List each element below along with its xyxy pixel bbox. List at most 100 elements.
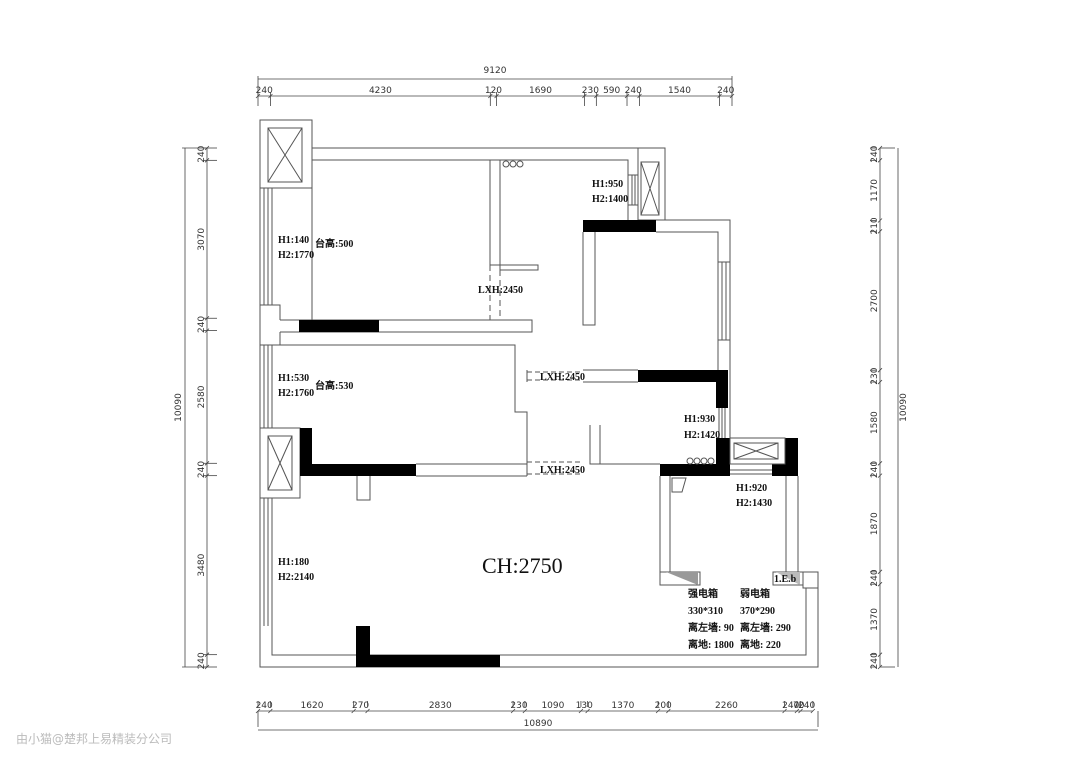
bottom-tick-mark bbox=[365, 708, 370, 714]
bottom-segment-label: 230 bbox=[510, 701, 527, 711]
top-segment-label: 240 bbox=[256, 86, 273, 96]
bottom-segment-label: 200 bbox=[655, 701, 672, 711]
bottom-tick-mark bbox=[522, 708, 528, 714]
window-living-h2: H2:2140 bbox=[278, 572, 314, 583]
top-tick-mark bbox=[582, 93, 587, 99]
left-tick-mark bbox=[204, 473, 210, 478]
right-tick-mark bbox=[877, 569, 883, 575]
bottom-total-label: 10890 bbox=[524, 719, 553, 729]
beam-height-3: LXH:2450 bbox=[540, 465, 585, 476]
top-segment-label: 4230 bbox=[369, 86, 392, 96]
weak-box-size: 370*290 bbox=[740, 606, 775, 617]
top-segment-label: 240 bbox=[625, 86, 642, 96]
left-tick-mark bbox=[204, 158, 210, 163]
window-bath-h2: H2:1400 bbox=[592, 194, 628, 205]
left-tick-mark bbox=[204, 652, 210, 657]
bottom-segment-label: 1620 bbox=[301, 701, 324, 711]
top-tick-mark bbox=[624, 93, 630, 99]
left-tick-mark bbox=[204, 461, 210, 466]
right-tick-mark bbox=[877, 229, 883, 234]
ceiling-height: CH:2750 bbox=[482, 553, 563, 578]
right-segment-label: 1370 bbox=[870, 608, 880, 631]
left-segment-label: 240 bbox=[197, 652, 207, 669]
window-balcony-h1: H1:920 bbox=[736, 483, 767, 494]
top-segment-label: 120 bbox=[485, 86, 502, 96]
right-tick-mark bbox=[877, 652, 883, 657]
right-segment-label: 2700 bbox=[870, 289, 880, 312]
top-segment-label: 230 bbox=[582, 86, 599, 96]
top-tick-mark bbox=[637, 93, 642, 99]
weak-box-title: 弱电箱 bbox=[740, 587, 770, 600]
right-tick-mark bbox=[877, 218, 883, 223]
beam-height-2: LXH:2450 bbox=[540, 372, 585, 383]
window-bed2-h2: H2:1760 bbox=[278, 388, 314, 399]
strong-box-floor: 离地: 1800 bbox=[688, 638, 734, 651]
top-segment-label: 1690 bbox=[529, 86, 552, 96]
bottom-segment-label: 130 bbox=[576, 701, 593, 711]
right-segment-label: 1580 bbox=[870, 411, 880, 434]
window-kitchen-h2: H2:1420 bbox=[684, 430, 720, 441]
top-segment-label: 240 bbox=[717, 86, 734, 96]
top-tick-mark bbox=[717, 93, 722, 99]
window-box-top-left bbox=[267, 127, 303, 183]
bottom-segment-label: 1370 bbox=[611, 701, 634, 711]
right-segment-label: 1870 bbox=[870, 512, 880, 535]
bottom-tick-mark bbox=[666, 708, 671, 714]
window-kitchen-h1: H1:930 bbox=[684, 414, 715, 425]
top-segment-label: 590 bbox=[603, 86, 620, 96]
bottom-tick-mark bbox=[810, 708, 816, 714]
top-tick-mark bbox=[488, 93, 493, 99]
right-segment-label: 240 bbox=[870, 569, 880, 586]
bed2-sill-height: 台高:530 bbox=[315, 379, 353, 392]
bottom-segment-label: 270 bbox=[352, 701, 369, 711]
bottom-tick-mark bbox=[585, 708, 590, 714]
strong-box-size: 330*310 bbox=[688, 606, 723, 617]
right-tick-mark bbox=[877, 461, 883, 466]
top-tick-mark bbox=[494, 93, 499, 99]
beam-height-1: LXH:2450 bbox=[478, 285, 523, 296]
weak-box-floor: 离地: 220 bbox=[740, 638, 781, 651]
left-segment-label: 240 bbox=[197, 145, 207, 162]
bottom-tick-mark bbox=[578, 708, 584, 714]
bottom-segment-label: 240 bbox=[798, 701, 815, 711]
window-bed1-h1: H1:140 bbox=[278, 235, 309, 246]
right-total-label: 10090 bbox=[899, 393, 909, 422]
weak-box-left: 离左墙: 290 bbox=[740, 621, 791, 634]
bottom-tick-mark bbox=[510, 708, 516, 714]
left-segment-label: 3070 bbox=[197, 228, 207, 251]
walls bbox=[259, 119, 819, 668]
bottom-tick-mark bbox=[351, 708, 356, 714]
left-tick-mark bbox=[204, 328, 210, 333]
right-segment-label: 230 bbox=[870, 367, 880, 384]
bottom-tick-mark bbox=[782, 708, 787, 714]
watermark: 由小猫@楚邦上易精装分公司 bbox=[16, 732, 173, 746]
left-segment-label: 3480 bbox=[197, 553, 207, 576]
right-tick-mark bbox=[877, 367, 883, 373]
bottom-segment-label: 2830 bbox=[429, 701, 452, 711]
top-tick-mark bbox=[594, 93, 599, 99]
top-tick-mark bbox=[268, 93, 273, 99]
right-tick-mark bbox=[877, 581, 883, 587]
top-segment-label: 1540 bbox=[668, 86, 691, 96]
right-tick-mark bbox=[877, 379, 883, 385]
right-tick-mark bbox=[877, 158, 883, 163]
bottom-segment-label: 240 bbox=[256, 701, 273, 711]
bottom-tick-mark bbox=[798, 708, 803, 714]
right-segment-label: 240 bbox=[870, 461, 880, 478]
window-bed1-h2: H2:1770 bbox=[278, 250, 314, 261]
left-segment-label: 240 bbox=[197, 461, 207, 478]
window-bed2-h1: H1:530 bbox=[278, 373, 309, 384]
right-segment-label: 240 bbox=[870, 145, 880, 162]
bottom-tick-mark bbox=[268, 708, 273, 714]
bottom-segment-label: 2260 bbox=[715, 701, 738, 711]
right-segment-label: 1170 bbox=[870, 179, 880, 202]
right-tick-mark bbox=[877, 473, 883, 478]
strong-box-left: 离左墙: 90 bbox=[688, 621, 734, 634]
window-balcony-h2: H2:1430 bbox=[736, 498, 772, 509]
left-tick-mark bbox=[204, 315, 210, 321]
weak-box-tag: 1.E.b bbox=[774, 574, 797, 585]
strong-box-title: 强电箱 bbox=[688, 587, 718, 600]
left-total-label: 10090 bbox=[174, 393, 184, 422]
left-segment-label: 2580 bbox=[197, 385, 207, 408]
